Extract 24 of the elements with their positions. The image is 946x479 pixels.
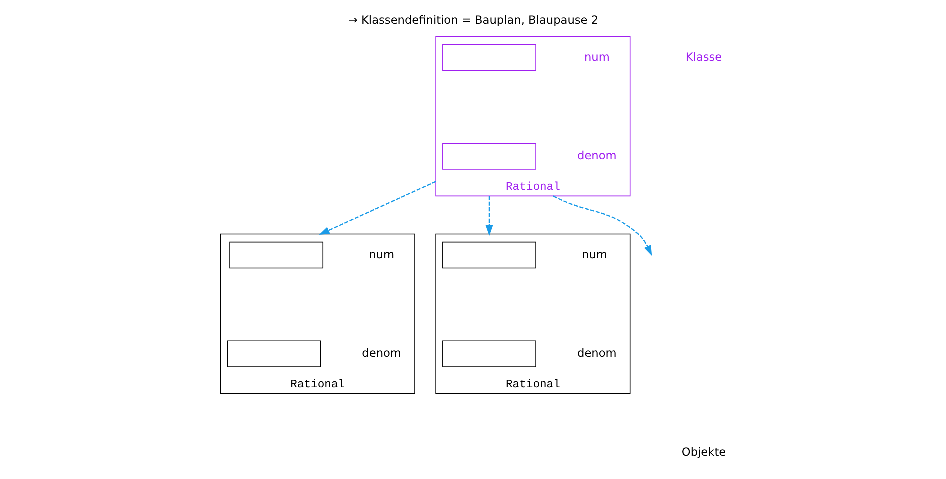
label: Objekte (681, 444, 726, 459)
node-text: num (584, 50, 610, 64)
node-label: Rational (506, 379, 560, 392)
cluster (220, 234, 415, 394)
node-text: num (368, 247, 394, 262)
label: Klasse (685, 50, 722, 64)
node-text: denom (362, 346, 401, 360)
cluster (435, 36, 630, 197)
arrow (318, 181, 436, 235)
node-box (442, 44, 536, 72)
cluster (435, 234, 630, 394)
node-box (442, 242, 536, 269)
node-text: denom (577, 148, 616, 163)
node-label: Rational (506, 182, 560, 194)
node-text: denom (577, 346, 616, 360)
node-box (442, 143, 536, 170)
node-text: num (582, 247, 607, 262)
node-box (226, 340, 321, 368)
node-label: Rational (290, 379, 345, 392)
node-box (229, 242, 324, 269)
arrow (552, 196, 652, 256)
arrow (485, 196, 493, 236)
diagram-title: → Klassendefinition = Bauplan, Blaupause 2 (348, 12, 598, 27)
node-box (442, 340, 536, 368)
